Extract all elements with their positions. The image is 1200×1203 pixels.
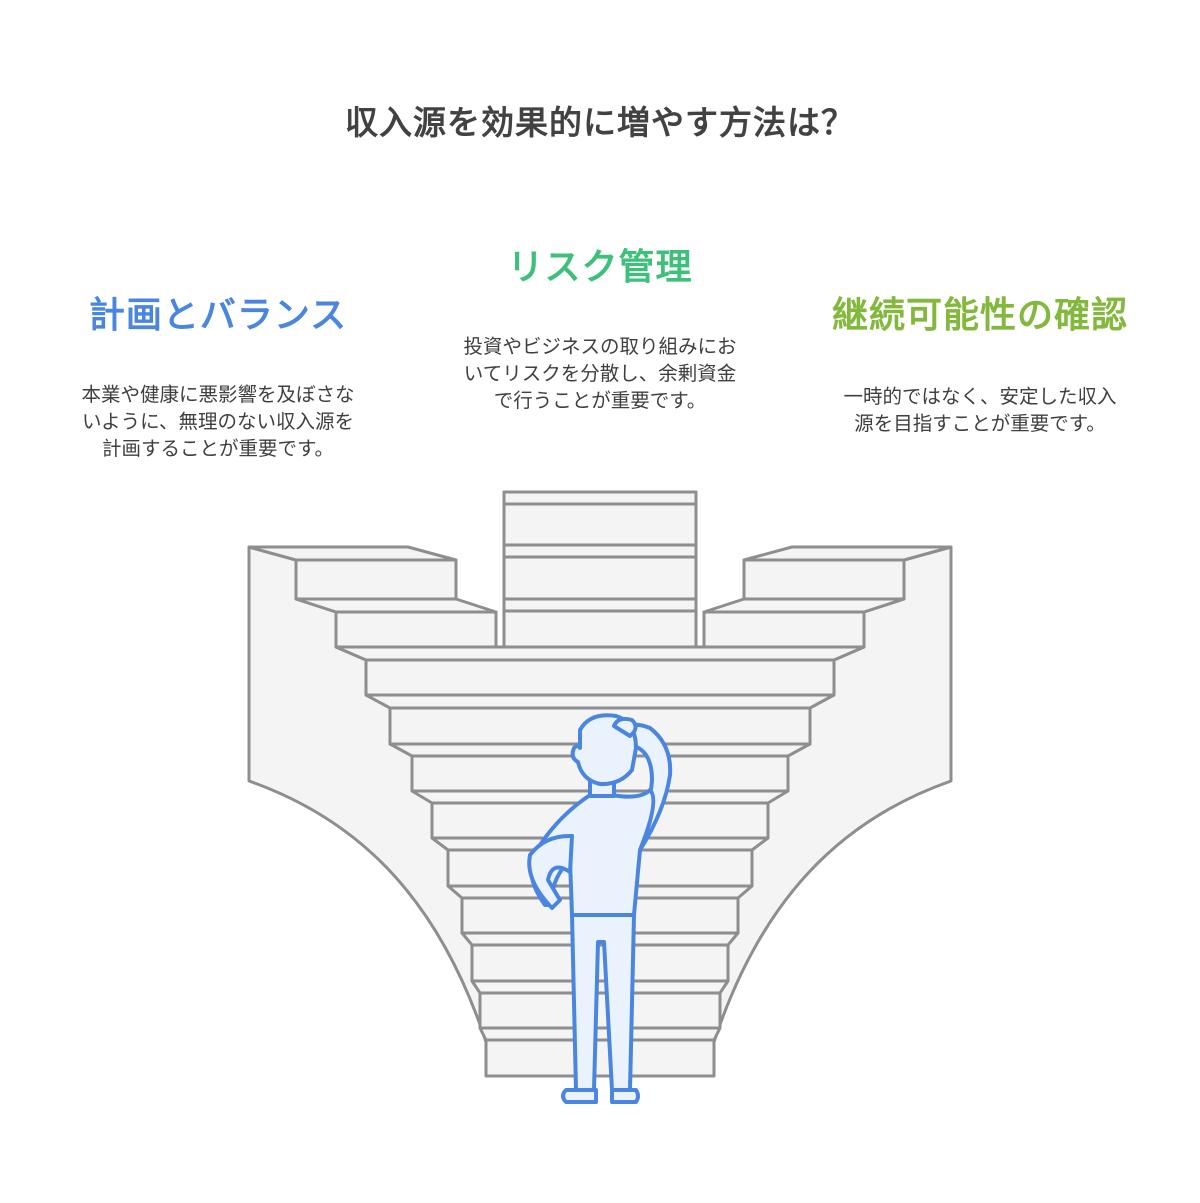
section-heading: リスク管理	[507, 247, 693, 288]
section-description: 一時的ではなく、安定した収入 源を目指すことが重要です。	[802, 383, 1158, 437]
section-planning-balance: 計画とバランス 本業や健康に悪影響を及ぼさな いように、無理のない収入源を 計画…	[40, 286, 396, 462]
description-line: 計画することが重要です。	[101, 437, 335, 460]
section-heading: 計画とバランス	[88, 295, 348, 336]
description-line: いてリスクを分散し、余剰資金	[463, 362, 737, 385]
description-line: 一時的ではなく、安定した収入	[843, 385, 1117, 408]
staircase-icon	[247, 490, 953, 1078]
person-icon	[527, 713, 673, 1104]
section-risk-management: リスク管理 投資やビジネスの取り組みにお いてリスクを分散し、余剰資金 で行うこ…	[422, 238, 778, 414]
description-line: いように、無理のない収入源を	[81, 410, 355, 433]
section-sustainability-check: 継続可能性の確認 一時的ではなく、安定した収入 源を目指すことが重要です。	[802, 286, 1158, 437]
description-line: 源を目指すことが重要です。	[854, 412, 1106, 435]
section-description: 投資やビジネスの取り組みにお いてリスクを分散し、余剰資金 で行うことが重要です…	[422, 333, 778, 414]
description-line: 本業や健康に悪影響を及ぼさな	[81, 383, 355, 406]
page-title: 収入源を効果的に増やす方法は？	[345, 103, 855, 142]
section-heading: 継続可能性の確認	[831, 295, 1128, 336]
section-description: 本業や健康に悪影響を及ぼさな いように、無理のない収入源を 計画することが重要で…	[40, 381, 396, 462]
description-line: 投資やビジネスの取り組みにお	[463, 335, 737, 358]
description-line: で行うことが重要です。	[493, 389, 707, 412]
